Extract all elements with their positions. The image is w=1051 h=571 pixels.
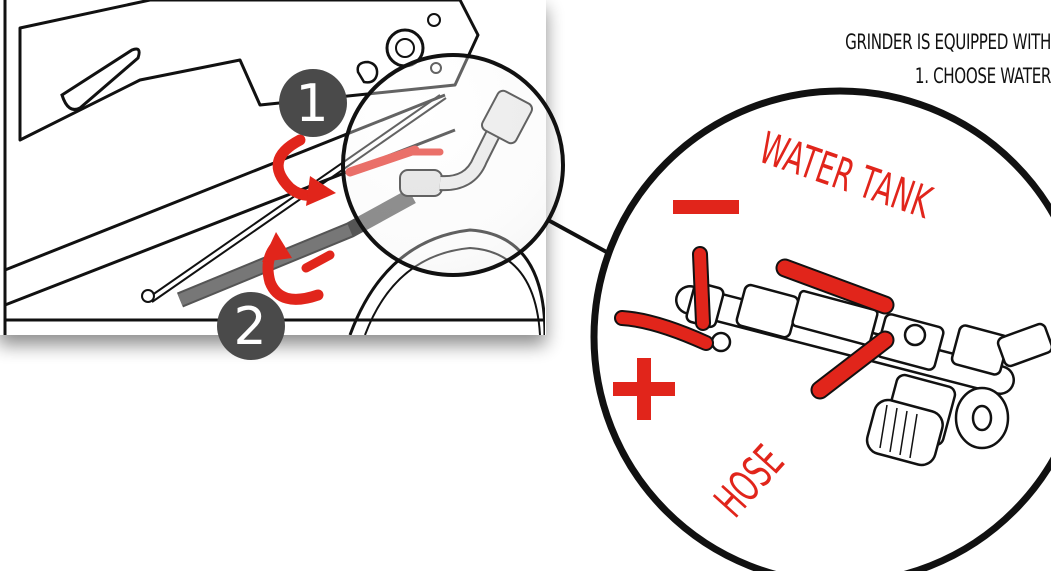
step-1-badge [279, 69, 347, 137]
minus-sign [673, 200, 739, 214]
step-2-number: 2 [233, 297, 267, 357]
header-line-2: 1. CHOOSE WATER [914, 64, 1051, 88]
rotate-arrow-icon [262, 232, 324, 305]
header-line-1: GRINDER IS EQUIPPED WITH [845, 30, 1051, 54]
plus-sign [613, 358, 675, 420]
step-2-badge [217, 292, 285, 360]
zoom-indicator [341, 53, 613, 277]
rotate-arrow-icon [272, 134, 336, 206]
step-1-number: 1 [295, 74, 329, 134]
